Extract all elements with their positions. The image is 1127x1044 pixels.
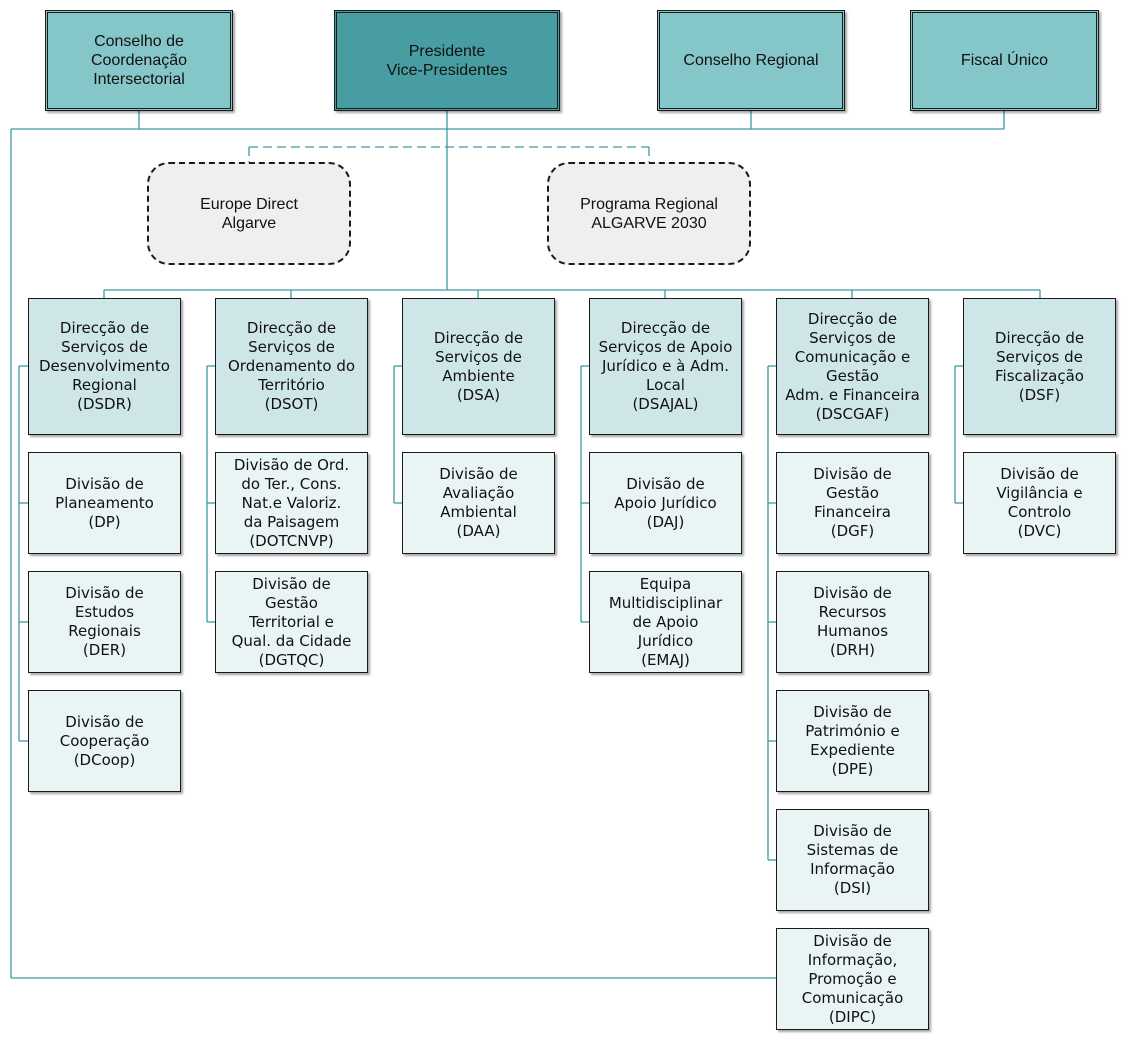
directorate-dsf-label: Direcção de Serviços de Fiscalização (DS… <box>994 328 1085 404</box>
division-drh: Divisão de Recursos Humanos (DRH) <box>776 571 929 673</box>
division-dp: Divisão de Planeamento (DP) <box>28 452 181 554</box>
division-dgf: Divisão de Gestão Financeira (DGF) <box>776 452 929 554</box>
directorate-dsajal: Direcção de Serviços de Apoio Jurídico e… <box>589 298 742 435</box>
division-daa-label: Divisão de Avaliação Ambiental (DAA) <box>439 465 518 540</box>
division-dgf-label: Divisão de Gestão Financeira (DGF) <box>813 465 892 540</box>
division-daa: Divisão de Avaliação Ambiental (DAA) <box>402 452 555 554</box>
division-daj: Divisão de Apoio Jurídico (DAJ) <box>589 452 742 554</box>
programa-regional-label: Programa Regional ALGARVE 2030 <box>580 195 718 232</box>
conselho-coordenacao-label: Conselho de Coordenação Intersectorial <box>90 33 188 88</box>
conselho-coordenacao-box: Conselho de Coordenação Intersectorial <box>45 10 233 111</box>
division-daj-label: Divisão de Apoio Jurídico (DAJ) <box>614 474 717 531</box>
conselho-regional-label: Conselho Regional <box>683 52 819 69</box>
directorate-dsa-label: Direcção de Serviços de Ambiente (DSA) <box>433 328 524 404</box>
programa-regional-box: Programa Regional ALGARVE 2030 <box>547 162 751 265</box>
division-dp-label: Divisão de Planeamento (DP) <box>55 474 154 531</box>
directorate-dsf: Direcção de Serviços de Fiscalização (DS… <box>963 298 1116 435</box>
fiscal-unico-label: Fiscal Único <box>960 52 1049 69</box>
division-dvc: Divisão de Vigilância e Controlo (DVC) <box>963 452 1116 554</box>
presidente-box: Presidente Vice-Presidentes <box>334 10 560 111</box>
division-dcoop: Divisão de Cooperação (DCoop) <box>28 690 181 792</box>
division-dsi-label: Divisão de Sistemas de Informação (DSI) <box>806 822 899 897</box>
directorate-dscgaf-label: Direcção de Serviços de Comunicação e Ge… <box>785 309 920 423</box>
division-der: Divisão de Estudos Regionais (DER) <box>28 571 181 673</box>
division-emaj: Equipa Multidisciplinar de Apoio Jurídic… <box>589 571 742 673</box>
conselho-regional-box: Conselho Regional <box>657 10 845 111</box>
division-dpe: Divisão de Património e Expediente (DPE) <box>776 690 929 792</box>
europe-direct-box: Europe Direct Algarve <box>147 162 351 265</box>
division-dgtqc: Divisão de Gestão Territorial e Qual. da… <box>215 571 368 673</box>
division-dpe-label: Divisão de Património e Expediente (DPE) <box>805 703 900 778</box>
division-dcoop-label: Divisão de Cooperação (DCoop) <box>59 712 150 769</box>
directorate-dsdr: Direcção de Serviços de Desenvolvimento … <box>28 298 181 435</box>
division-emaj-label: Equipa Multidisciplinar de Apoio Jurídic… <box>608 574 723 669</box>
directorate-dsdr-label: Direcção de Serviços de Desenvolvimento … <box>38 319 170 413</box>
division-dvc-label: Divisão de Vigilância e Controlo (DVC) <box>996 465 1083 540</box>
division-dipc-label: Divisão de Informação, Promoção e Comuni… <box>801 931 904 1026</box>
presidente-label: Presidente Vice-Presidentes <box>386 42 508 79</box>
europe-direct-label: Europe Direct Algarve <box>200 195 298 232</box>
directorate-dsajal-label: Direcção de Serviços de Apoio Jurídico e… <box>598 319 733 413</box>
directorate-dscgaf: Direcção de Serviços de Comunicação e Ge… <box>776 298 929 435</box>
directorate-dsot: Direcção de Serviços de Ordenamento do T… <box>215 298 368 435</box>
division-dsi: Divisão de Sistemas de Informação (DSI) <box>776 809 929 911</box>
division-dipc: Divisão de Informação, Promoção e Comuni… <box>776 928 929 1030</box>
directorate-dsa: Direcção de Serviços de Ambiente (DSA) <box>402 298 555 435</box>
division-dotcnvp: Divisão de Ord. do Ter., Cons. Nat.e Val… <box>215 452 368 554</box>
division-der-label: Divisão de Estudos Regionais (DER) <box>65 584 144 659</box>
division-drh-label: Divisão de Recursos Humanos (DRH) <box>813 584 892 659</box>
directorate-dsot-label: Direcção de Serviços de Ordenamento do T… <box>227 319 356 413</box>
fiscal-unico-box: Fiscal Único <box>910 10 1099 111</box>
division-dgtqc-label: Divisão de Gestão Territorial e Qual. da… <box>231 574 352 669</box>
division-dotcnvp-label: Divisão de Ord. do Ter., Cons. Nat.e Val… <box>233 455 350 550</box>
